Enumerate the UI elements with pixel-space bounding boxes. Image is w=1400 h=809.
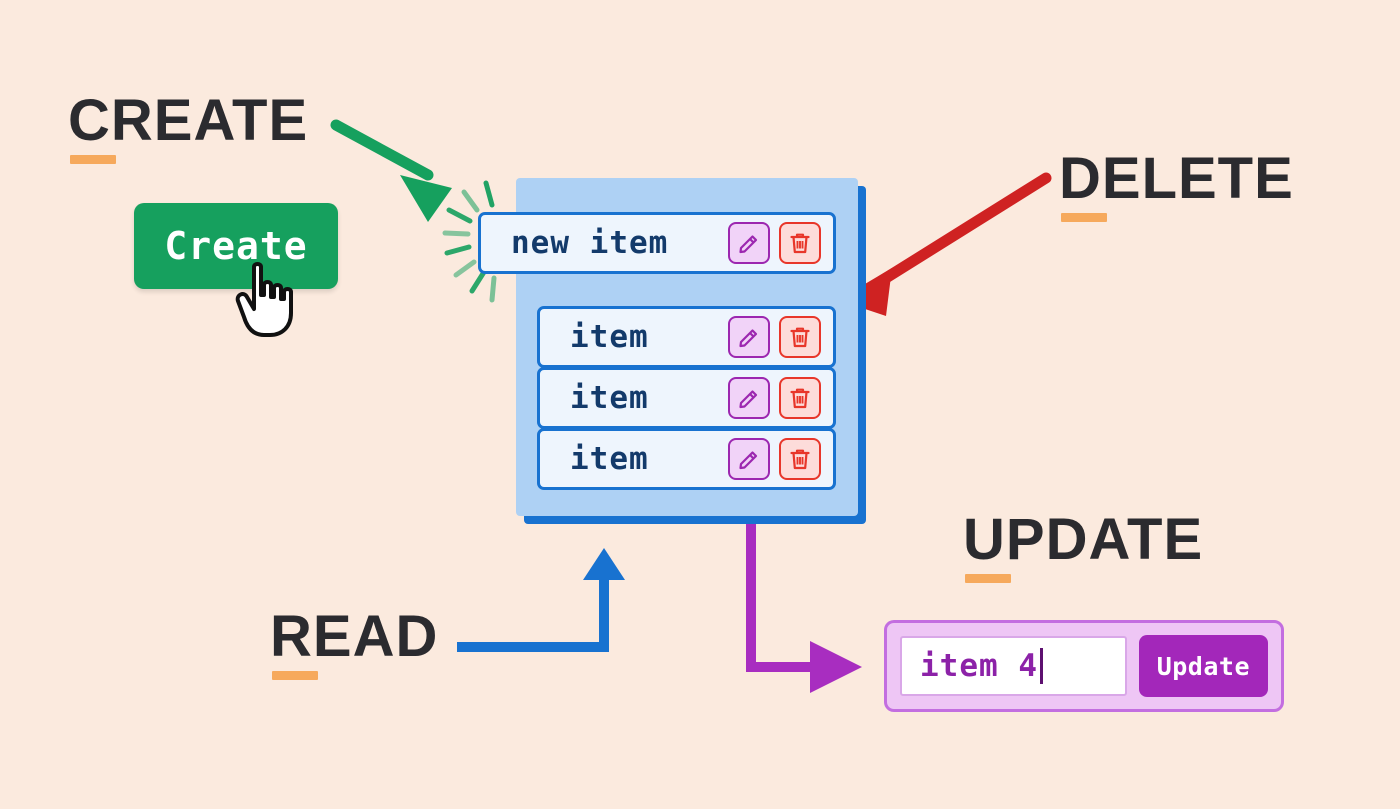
row-actions bbox=[728, 316, 833, 358]
pencil-icon bbox=[739, 451, 758, 470]
update-button[interactable]: Update bbox=[1138, 635, 1268, 697]
update-panel: item 4 Update bbox=[884, 620, 1284, 712]
update-input[interactable]: item 4 bbox=[900, 636, 1127, 696]
read-arrow-icon bbox=[457, 548, 625, 652]
label-delete-text: DELETE bbox=[1059, 146, 1294, 211]
list-item[interactable]: item bbox=[537, 428, 836, 490]
label-read: READ bbox=[270, 608, 438, 680]
label-update: UPDATE bbox=[963, 511, 1203, 583]
edit-button[interactable] bbox=[728, 316, 770, 358]
row-actions bbox=[728, 377, 833, 419]
label-create: CREATE bbox=[68, 92, 308, 164]
label-underline bbox=[272, 671, 318, 680]
pencil-icon bbox=[739, 235, 758, 254]
list-item-label: item bbox=[570, 319, 649, 355]
edit-button[interactable] bbox=[728, 222, 770, 264]
delete-button[interactable] bbox=[779, 316, 821, 358]
list-item-label: new item bbox=[511, 225, 669, 261]
row-actions bbox=[728, 222, 833, 264]
label-read-text: READ bbox=[270, 604, 439, 669]
delete-button[interactable] bbox=[779, 438, 821, 480]
create-arrow-icon bbox=[330, 119, 452, 222]
row-actions bbox=[728, 438, 833, 480]
label-underline bbox=[1061, 213, 1107, 222]
label-create-text: CREATE bbox=[68, 88, 309, 153]
list-item[interactable]: item bbox=[537, 306, 836, 368]
label-update-text: UPDATE bbox=[963, 507, 1204, 572]
trash-icon bbox=[790, 327, 810, 348]
label-delete: DELETE bbox=[1059, 150, 1294, 222]
delete-arrow-icon bbox=[838, 172, 1052, 316]
text-caret bbox=[1039, 648, 1043, 684]
trash-icon bbox=[790, 233, 810, 254]
list-item[interactable]: new item bbox=[478, 212, 836, 274]
pencil-icon bbox=[739, 329, 758, 348]
trash-icon bbox=[790, 388, 810, 409]
list-item[interactable]: item bbox=[537, 367, 836, 429]
create-button[interactable]: Create bbox=[134, 203, 338, 289]
trash-icon bbox=[790, 449, 810, 470]
delete-button[interactable] bbox=[779, 222, 821, 264]
label-underline bbox=[965, 574, 1011, 583]
list-item-label: item bbox=[570, 380, 649, 416]
update-input-value: item 4 bbox=[920, 648, 1038, 684]
pencil-icon bbox=[739, 390, 758, 409]
edit-button[interactable] bbox=[728, 377, 770, 419]
label-underline bbox=[70, 155, 116, 164]
list-item-label: item bbox=[570, 441, 649, 477]
delete-button[interactable] bbox=[779, 377, 821, 419]
edit-button[interactable] bbox=[728, 438, 770, 480]
